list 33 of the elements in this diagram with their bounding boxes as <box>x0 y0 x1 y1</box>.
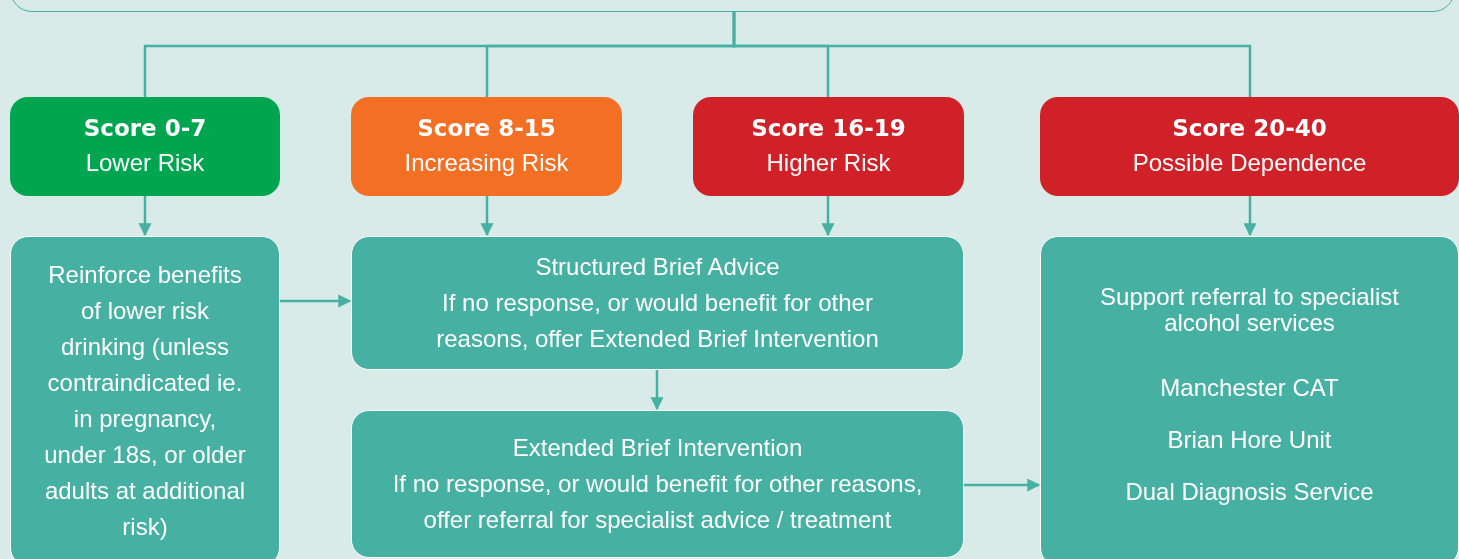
arrow <box>480 196 494 237</box>
arrow <box>650 370 664 411</box>
box-text: Dual Diagnosis Service <box>1125 477 1374 508</box>
box-heading: Structured Brief Advice <box>535 252 780 282</box>
box-text: Manchester CAT <box>1160 373 1339 404</box>
action-box <box>10 236 280 559</box>
box-text: Lower Risk <box>85 147 205 178</box>
box-text: Higher Risk <box>766 147 891 178</box>
action-box <box>351 410 964 558</box>
box-text: If no response, or would benefit for other reasons, offer Extended Brief Intervention <box>435 288 880 354</box>
box-text: Brian Hore Unit <box>1167 425 1332 456</box>
box-text: Increasing Risk <box>404 147 569 178</box>
box-heading: Support referral to specialist alcohol services <box>1099 283 1400 337</box>
action-box <box>351 236 964 370</box>
score-heading: Score 16-19 <box>751 114 906 144</box>
score-box <box>10 97 280 196</box>
box-heading: Reinforce benefits of lower risk drinking (unless contraindicated ie. in pregnancy, under 18s, or older adults at additional risk) <box>43 260 247 542</box>
arrow <box>821 196 835 237</box>
box-heading: Extended Brief Intervention <box>512 433 803 463</box>
score-box <box>693 97 964 196</box>
arrow <box>964 478 1041 492</box>
score-box <box>351 97 622 196</box>
arrow <box>138 196 152 237</box>
action-box <box>1040 236 1459 559</box>
score-heading: Score 20-40 <box>1172 114 1327 144</box>
score-heading: Score 0-7 <box>83 114 207 144</box>
arrow <box>280 294 352 308</box>
box-text: Possible Dependence <box>1132 147 1367 178</box>
arrow <box>1243 196 1257 237</box>
score-heading: Score 8-15 <box>417 114 556 144</box>
connector-line <box>732 12 1252 97</box>
box-text: If no response, or would benefit for other reasons, offer referral for specialist advice / treatment <box>391 469 924 535</box>
score-box <box>1040 97 1459 196</box>
